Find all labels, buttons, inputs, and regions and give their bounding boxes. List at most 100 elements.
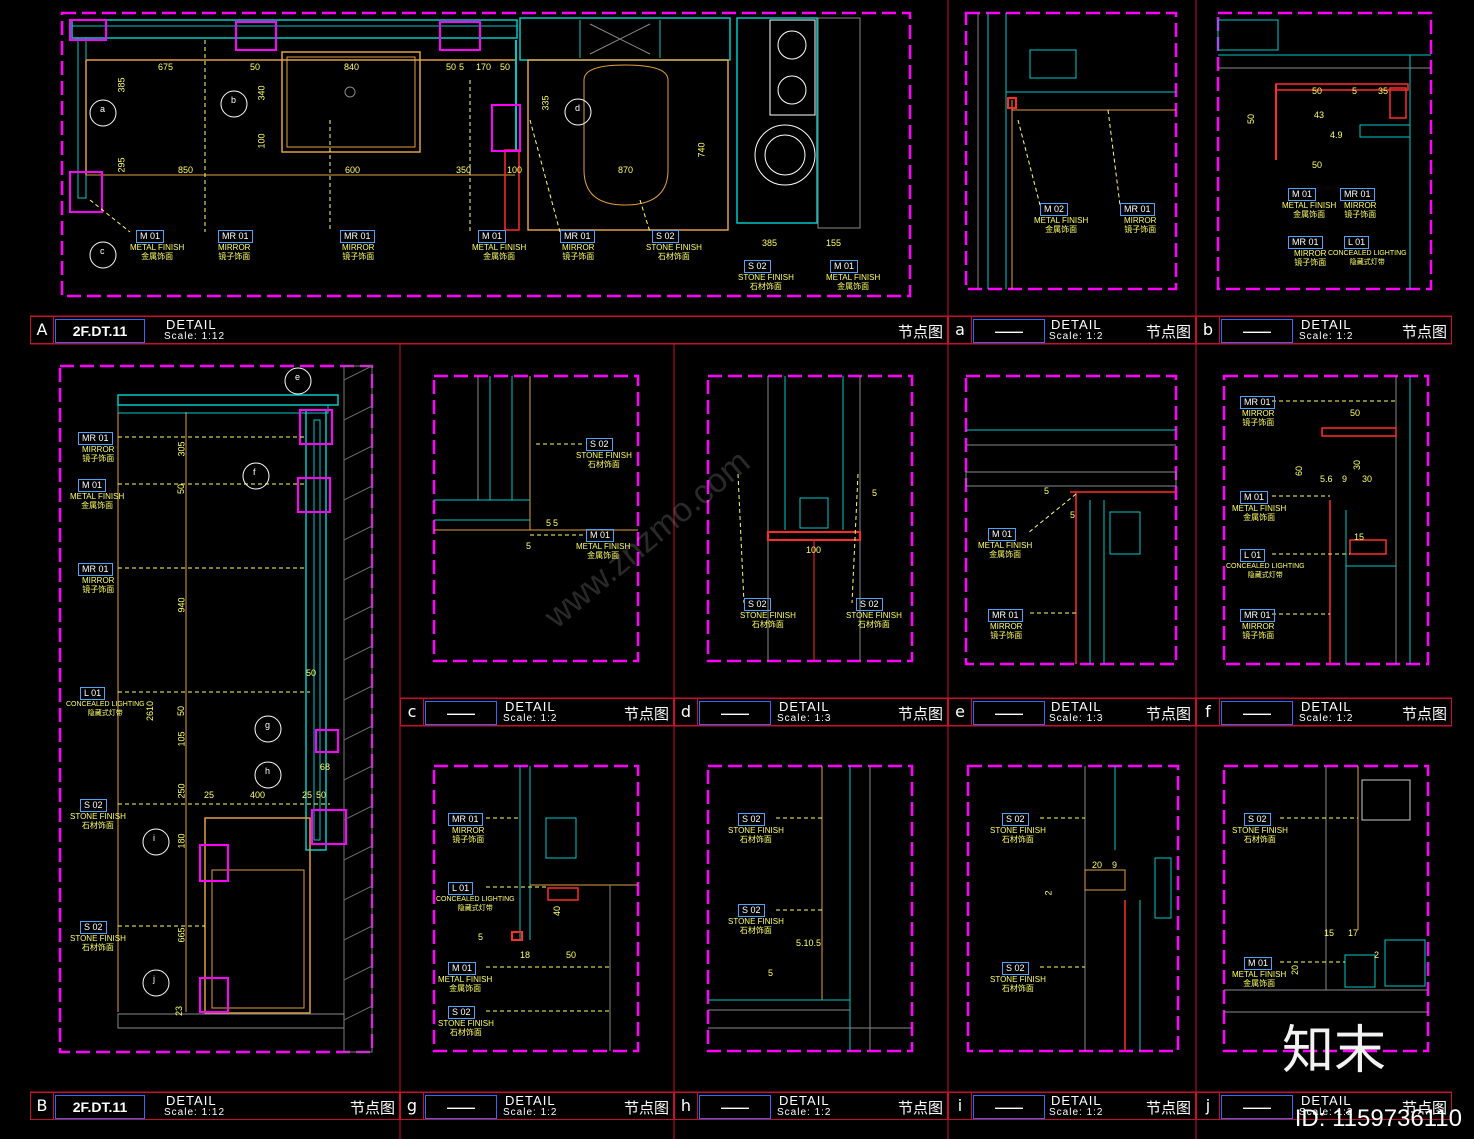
cn-label: 节点图 bbox=[1401, 323, 1447, 341]
dim-text: 600 bbox=[345, 165, 361, 175]
view-letter: b bbox=[1197, 317, 1220, 343]
material-tag: MR 01 bbox=[218, 230, 253, 243]
dim-text: 295 bbox=[116, 157, 127, 173]
callout-letter[interactable]: j bbox=[153, 974, 155, 984]
dim-text: 5 bbox=[553, 518, 559, 528]
callout-letter[interactable]: d bbox=[575, 103, 581, 113]
callout-letter[interactable]: f bbox=[253, 467, 256, 477]
scale-label: Scale: 1:3 bbox=[1049, 713, 1104, 724]
material-tag: S 02 bbox=[1002, 813, 1029, 826]
dim-text: 18 bbox=[520, 950, 531, 960]
callout-letter[interactable]: e bbox=[295, 372, 301, 382]
material-tag: M 01 bbox=[1240, 491, 1269, 504]
dim-text: 25 bbox=[302, 790, 313, 800]
dim-text: 50 bbox=[500, 62, 511, 72]
detail-c bbox=[434, 376, 638, 531]
view-letter: a bbox=[949, 317, 972, 343]
dim-text: 675 bbox=[158, 62, 174, 72]
detail-e bbox=[965, 429, 1177, 664]
detail-label: DETAIL bbox=[505, 699, 556, 714]
dim-text: 50 bbox=[316, 790, 327, 800]
material-tag: S 02 bbox=[80, 921, 107, 934]
drawing-code: —— bbox=[425, 1095, 497, 1119]
elev-b-callout-boxes bbox=[199, 409, 347, 1013]
dim-text: 5 bbox=[1070, 510, 1076, 520]
scale-label: Scale: 1:2 bbox=[1299, 331, 1354, 342]
dim-text: 2610 bbox=[145, 700, 156, 722]
drawing-code: —— bbox=[1221, 701, 1293, 725]
cn-label: 节点图 bbox=[1145, 705, 1191, 723]
cn-label: 节点图 bbox=[1401, 1099, 1447, 1117]
material-tag: S 02 bbox=[80, 799, 107, 812]
material-tag: M 01 bbox=[136, 230, 165, 243]
material-tag: S 02 bbox=[586, 438, 613, 451]
dim-text: 50 bbox=[306, 668, 317, 678]
detail-d bbox=[767, 376, 861, 661]
material-tag: L 01 bbox=[1344, 236, 1370, 249]
drawing-code: 2F.DT.11 bbox=[55, 319, 145, 343]
dim-text: 20 bbox=[1290, 964, 1301, 976]
dim-text: 740 bbox=[696, 142, 707, 158]
dim-text: 23 bbox=[174, 1005, 185, 1017]
view-frames bbox=[58, 11, 1433, 1054]
dim-text: 340 bbox=[256, 85, 267, 101]
detail-label: DETAIL bbox=[779, 699, 830, 714]
material-tag: M 01 bbox=[448, 962, 477, 975]
dim-text: 665 bbox=[176, 927, 187, 943]
dim-text: 335 bbox=[540, 95, 551, 111]
dim-text: 20 bbox=[1092, 860, 1103, 870]
dim-text: 170 bbox=[476, 62, 492, 72]
callout-letter[interactable]: a bbox=[100, 104, 106, 114]
dim-text: 4.9 bbox=[1330, 130, 1343, 140]
dim-text: 250 bbox=[176, 783, 187, 799]
title-block-i: i —— DETAIL Scale: 1:2 节点图 bbox=[948, 1092, 1196, 1120]
drawing-code: —— bbox=[1221, 319, 1293, 343]
material-tag: M 01 bbox=[1244, 957, 1273, 970]
detail-label: DETAIL bbox=[1051, 317, 1102, 332]
dim-text: 17 bbox=[1348, 928, 1359, 938]
dim-text: 5 bbox=[872, 488, 878, 498]
scale-label: Scale: 1:3 bbox=[777, 713, 832, 724]
callout-letter[interactable]: c bbox=[100, 246, 105, 256]
detail-label: DETAIL bbox=[1301, 1093, 1352, 1108]
detail-g bbox=[511, 766, 638, 1051]
cn-label: 节点图 bbox=[623, 705, 669, 723]
dim-text: 15 bbox=[1324, 928, 1335, 938]
callout-letter[interactable]: h bbox=[265, 766, 271, 776]
material-tag: S 02 bbox=[738, 904, 765, 917]
plan-a-callout-boxes bbox=[69, 19, 521, 213]
material-tag: L 01 bbox=[1240, 549, 1266, 562]
callout-letter[interactable]: i bbox=[153, 833, 155, 843]
material-tag: MR 01 bbox=[340, 230, 375, 243]
callout-letter[interactable]: g bbox=[265, 720, 271, 730]
dim-text: 5 bbox=[1044, 486, 1050, 496]
detail-f bbox=[1321, 376, 1411, 664]
detail-label: DETAIL bbox=[1301, 699, 1352, 714]
material-tag: S 02 bbox=[744, 260, 771, 273]
id-label: ID: 1159736110 bbox=[1294, 1105, 1462, 1132]
dim-text: 180 bbox=[176, 833, 187, 849]
scale-label: Scale: 1:2 bbox=[1299, 1107, 1354, 1118]
cn-label: 节点图 bbox=[897, 705, 943, 723]
material-tag: L 01 bbox=[448, 882, 474, 895]
callout-letter[interactable]: b bbox=[231, 95, 237, 105]
